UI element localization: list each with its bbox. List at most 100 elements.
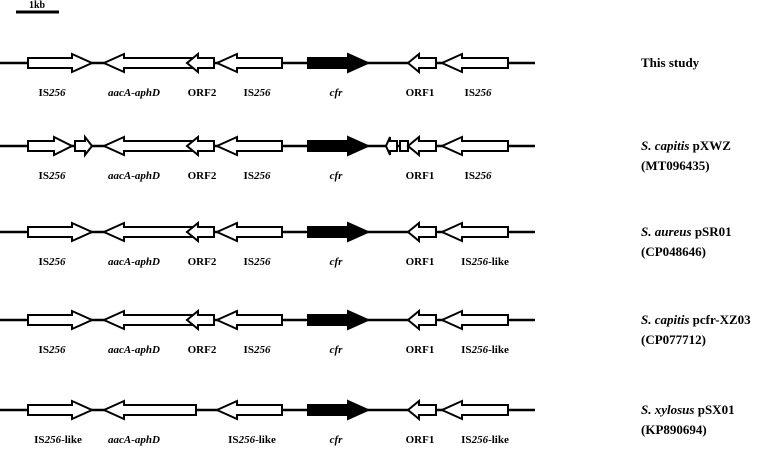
gene-label-text-part: IS bbox=[461, 434, 471, 446]
gene-arrow bbox=[439, 52, 509, 74]
gene-label-text-part: IS bbox=[244, 87, 254, 99]
gene-label: IS256-like bbox=[228, 434, 276, 446]
gene-arrow bbox=[185, 134, 215, 158]
gene-label-text-part: IS bbox=[465, 170, 475, 182]
gene-label-text-part: ORF1 bbox=[406, 170, 435, 182]
gene-label-text-part: ORF2 bbox=[188, 170, 217, 182]
gene-label: IS256 bbox=[244, 256, 271, 268]
cfr-gene-arrow bbox=[307, 399, 371, 421]
scale-bar-label: 1kb bbox=[29, 0, 46, 11]
gene-arrow bbox=[406, 220, 437, 244]
gene-arrow bbox=[439, 135, 509, 157]
gene-label: IS256 bbox=[465, 87, 492, 99]
gene-label: IS256 bbox=[244, 170, 271, 182]
gene-label: ORF1 bbox=[406, 87, 435, 99]
gene-label: cfr bbox=[330, 87, 344, 99]
gene-arrow bbox=[399, 140, 409, 152]
gene-label-text-part: IS bbox=[34, 434, 44, 446]
cfr-gene-arrow bbox=[307, 52, 371, 74]
gene-arrow bbox=[439, 221, 509, 243]
strain-name: S. capitis pcfr-XZ03 bbox=[641, 312, 751, 327]
gene-label-text-part: IS bbox=[465, 87, 475, 99]
gene-label: IS256 bbox=[39, 344, 66, 356]
gene-arrow bbox=[406, 398, 437, 422]
gene-label-text-part: ORF2 bbox=[188, 344, 217, 356]
cfr-gene-arrow bbox=[307, 135, 371, 157]
gene-label-text-part: IS bbox=[244, 344, 254, 356]
gene-label-text-part: aacA-aphD bbox=[108, 256, 160, 268]
gene-arrow bbox=[439, 309, 509, 331]
gene-label: cfr bbox=[330, 256, 344, 268]
gene-label-text-part: cfr bbox=[330, 170, 344, 182]
strain-text-part: (KP890694) bbox=[641, 422, 707, 437]
strain-text-part: S. capitis bbox=[641, 312, 689, 327]
gene-label-text-part: IS bbox=[244, 256, 254, 268]
strain-name: S. xylosus pSX01 bbox=[641, 402, 735, 417]
cfr-gene-arrow bbox=[307, 309, 371, 331]
gene-label-text-part: 256 bbox=[48, 87, 66, 99]
gene-label-text-part: cfr bbox=[330, 434, 344, 446]
gene-label-text-part: ORF1 bbox=[406, 434, 435, 446]
gene-label-text-part: ORF1 bbox=[406, 256, 435, 268]
gene-arrow bbox=[214, 52, 283, 74]
strain-text-part: S. aureus bbox=[641, 224, 692, 239]
strain-name: This study bbox=[641, 55, 700, 70]
gene-label-text-part: IS bbox=[39, 256, 49, 268]
gene-label-text-part: IS bbox=[39, 344, 49, 356]
gene-label: ORF1 bbox=[406, 344, 435, 356]
gene-label: ORF2 bbox=[188, 256, 217, 268]
scale-bar: 1kb bbox=[16, 0, 59, 14]
strain-text-part: pcfr-XZ03 bbox=[689, 312, 751, 327]
gene-label: ORF2 bbox=[188, 170, 217, 182]
gene-arrow bbox=[27, 399, 95, 421]
gene-label-text-part: aacA-aphD bbox=[108, 170, 160, 182]
gene-label: IS256-like bbox=[34, 434, 82, 446]
gene-label-text-part: IS bbox=[228, 434, 238, 446]
gene-label: IS256 bbox=[39, 170, 66, 182]
gene-label: IS256-like bbox=[461, 434, 509, 446]
gene-label-text-part: 256 bbox=[474, 170, 492, 182]
gene-arrow bbox=[439, 399, 509, 421]
gene-label-text-part: aacA-aphD bbox=[108, 434, 160, 446]
gene-label-text-part: 256 bbox=[44, 434, 62, 446]
gene-label-text-part: -like bbox=[61, 434, 82, 446]
gene-label: IS256 bbox=[244, 344, 271, 356]
gene-arrow bbox=[185, 51, 215, 75]
gene-arrow bbox=[406, 308, 437, 332]
gene-arrow bbox=[27, 221, 95, 243]
gene-label: cfr bbox=[330, 344, 344, 356]
gene-label-text-part: IS bbox=[39, 170, 49, 182]
gene-label: aacA-aphD bbox=[108, 87, 160, 99]
gene-label-text-part: IS bbox=[39, 87, 49, 99]
strain-name: S. aureus pSR01 bbox=[641, 224, 732, 239]
gene-label-text-part: 256 bbox=[471, 344, 489, 356]
accession-number: (CP048646) bbox=[641, 244, 706, 259]
gene-arrow bbox=[214, 399, 283, 421]
gene-label: IS256-like bbox=[461, 256, 509, 268]
gene-label-text-part: -like bbox=[255, 434, 276, 446]
gene-label-text-part: 256 bbox=[253, 256, 271, 268]
strain-text-part: (MT096435) bbox=[641, 158, 710, 173]
gene-arrow bbox=[214, 309, 283, 331]
gene-label-text-part: -like bbox=[488, 434, 509, 446]
strain-text-part: pXWZ bbox=[689, 138, 731, 153]
gene-label-text-part: 256 bbox=[253, 344, 271, 356]
gene-label-text-part: aacA-aphD bbox=[108, 344, 160, 356]
gene-label: IS256 bbox=[39, 87, 66, 99]
gene-label: IS256 bbox=[39, 256, 66, 268]
gene-label: aacA-aphD bbox=[108, 434, 160, 446]
strain-text-part: S. xylosus bbox=[641, 402, 694, 417]
gene-label: cfr bbox=[330, 434, 344, 446]
gene-arrow bbox=[101, 221, 197, 243]
gene-label: IS256 bbox=[244, 87, 271, 99]
gene-label-text-part: cfr bbox=[330, 256, 344, 268]
strain-text-part: pSX01 bbox=[694, 402, 734, 417]
gene-arrow bbox=[406, 134, 437, 158]
gene-label: aacA-aphD bbox=[108, 256, 160, 268]
gene-label-text-part: IS bbox=[461, 344, 471, 356]
gene-label-text-part: 256 bbox=[474, 87, 492, 99]
accession-number: (KP890694) bbox=[641, 422, 707, 437]
